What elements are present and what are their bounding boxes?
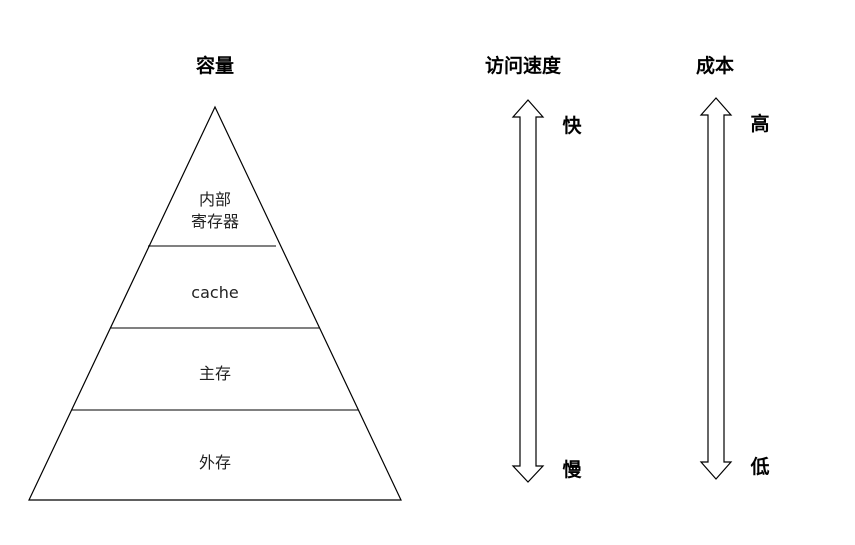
speed-heading: 访问速度: [485, 54, 562, 77]
speed-top-label: 快: [562, 114, 582, 137]
cost-double-arrow: [699, 97, 733, 480]
cost-heading: 成本: [696, 54, 734, 77]
capacity-heading: 容量: [196, 54, 234, 77]
level-external-storage: 外存: [199, 453, 231, 472]
level-main-memory: 主存: [199, 364, 231, 383]
pyramid-outline: [28, 105, 402, 501]
level-registers-line2: 寄存器: [191, 212, 239, 231]
level-cache: cache: [191, 283, 238, 302]
speed-bottom-label: 慢: [562, 458, 582, 481]
speed-double-arrow: [511, 99, 545, 483]
cost-bottom-label: 低: [749, 455, 769, 478]
level-registers-line1: 内部: [199, 190, 231, 209]
cost-top-label: 高: [750, 112, 769, 135]
